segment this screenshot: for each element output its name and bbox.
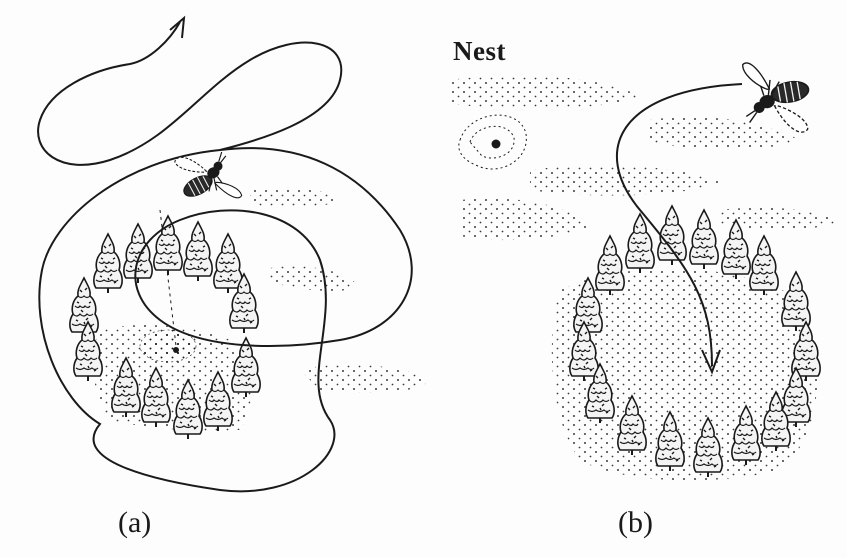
nest-spot-b (459, 115, 527, 169)
ground-stipple-a (93, 188, 430, 431)
panel-b-label: (b) (618, 506, 653, 540)
panel-a-label: (a) (118, 506, 151, 540)
panel-b (450, 53, 840, 480)
wasp-icon (168, 138, 246, 220)
nest-label: Nest (453, 36, 506, 67)
panel-a (38, 18, 430, 491)
